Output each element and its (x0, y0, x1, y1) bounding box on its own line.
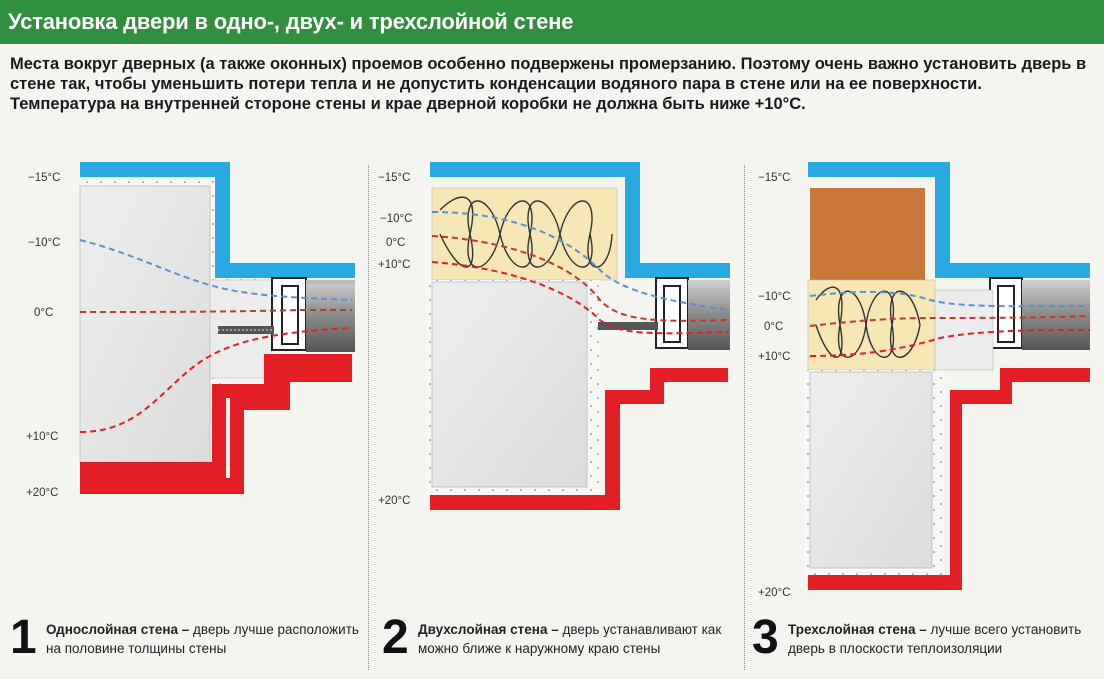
label-m10: −10°С (28, 237, 60, 249)
label-zero: 0°С (764, 321, 783, 333)
cold-side-band (430, 162, 730, 278)
caption-number: 1 (10, 611, 37, 664)
wall-body (431, 281, 588, 488)
label-p20: +20°С (378, 495, 410, 507)
door-installation-diagrams: −15°С −10°С 0°С +10°С +20°С −15°С −10°С … (26, 162, 1091, 599)
wall-body (79, 185, 211, 463)
diagram-1-single-layer-wall: −15°С −10°С 0°С +10°С +20°С (26, 162, 355, 499)
label-m10: −10°С (380, 213, 412, 225)
label-zero: 0°С (386, 237, 405, 249)
isotherm-0 (431, 235, 729, 322)
label-p20: +20°С (26, 487, 58, 499)
caption-text: Двухслойная стена – дверь устанавливают … (418, 622, 722, 656)
insulation-layer (807, 279, 936, 371)
label-m15: −15°С (758, 172, 790, 184)
column-divider (368, 165, 369, 670)
label-p20: +20°С (758, 587, 790, 599)
label-m15: −15°С (28, 172, 60, 184)
cold-side-band (80, 162, 355, 278)
caption-title: Однослойная стена (46, 622, 178, 637)
column-divider (744, 165, 745, 670)
isotherm-plus10 (431, 261, 729, 335)
isotherm-plus10 (79, 327, 353, 433)
header-bar: Установка двери в одно-, двух- и трехсло… (0, 0, 1104, 44)
isotherm-minus10 (79, 239, 353, 301)
warm-side-band (80, 354, 352, 480)
diagram-3-triple-layer-wall: −15°С −10°С 0°С +10°С +20°С (758, 162, 1091, 599)
caption-1: 1 Однослойная стена – дверь лучше распол… (10, 612, 360, 672)
intro-text: Места вокруг дверных (а также оконных) п… (10, 55, 1087, 113)
isotherm-0 (79, 309, 352, 313)
label-p10: +10°С (378, 259, 410, 271)
caption-text: Трехслойная стена – лучше всего установи… (788, 622, 1082, 656)
caption-text: Однослойная стена – дверь лучше располож… (46, 622, 359, 656)
isotherm-minus10 (809, 290, 1091, 308)
caption-number: 3 (752, 611, 779, 664)
isotherm-minus10 (431, 211, 729, 311)
page-title: Установка двери в одно-, двух- и трехсло… (8, 9, 574, 34)
caption-number: 2 (382, 611, 409, 664)
caption-2: 2 Двухслойная стена – дверь устанавливаю… (382, 612, 732, 672)
caption-title: Двухслойная стена (418, 622, 548, 637)
brick-facing-layer (810, 188, 925, 280)
caption-3: 3 Трехслойная стена – лучше всего устано… (752, 612, 1092, 672)
label-m15: −15°С (378, 172, 410, 184)
diagram-2-double-layer-wall: −15°С −10°С 0°С +10°С +20°С (378, 162, 730, 510)
door-leaf (306, 280, 355, 352)
isotherm-plus10 (809, 329, 1091, 357)
label-p10: +10°С (26, 431, 58, 443)
caption-title: Трехслойная стена (788, 622, 916, 637)
door-leaf (688, 280, 730, 350)
label-m10: −10°С (758, 291, 790, 303)
label-p10: +10°С (758, 351, 790, 363)
door-leaf (1022, 280, 1090, 350)
cold-side-band (808, 162, 1090, 278)
isotherm-0 (809, 315, 1091, 327)
label-zero: 0°С (34, 307, 53, 319)
wall-body (809, 371, 933, 569)
